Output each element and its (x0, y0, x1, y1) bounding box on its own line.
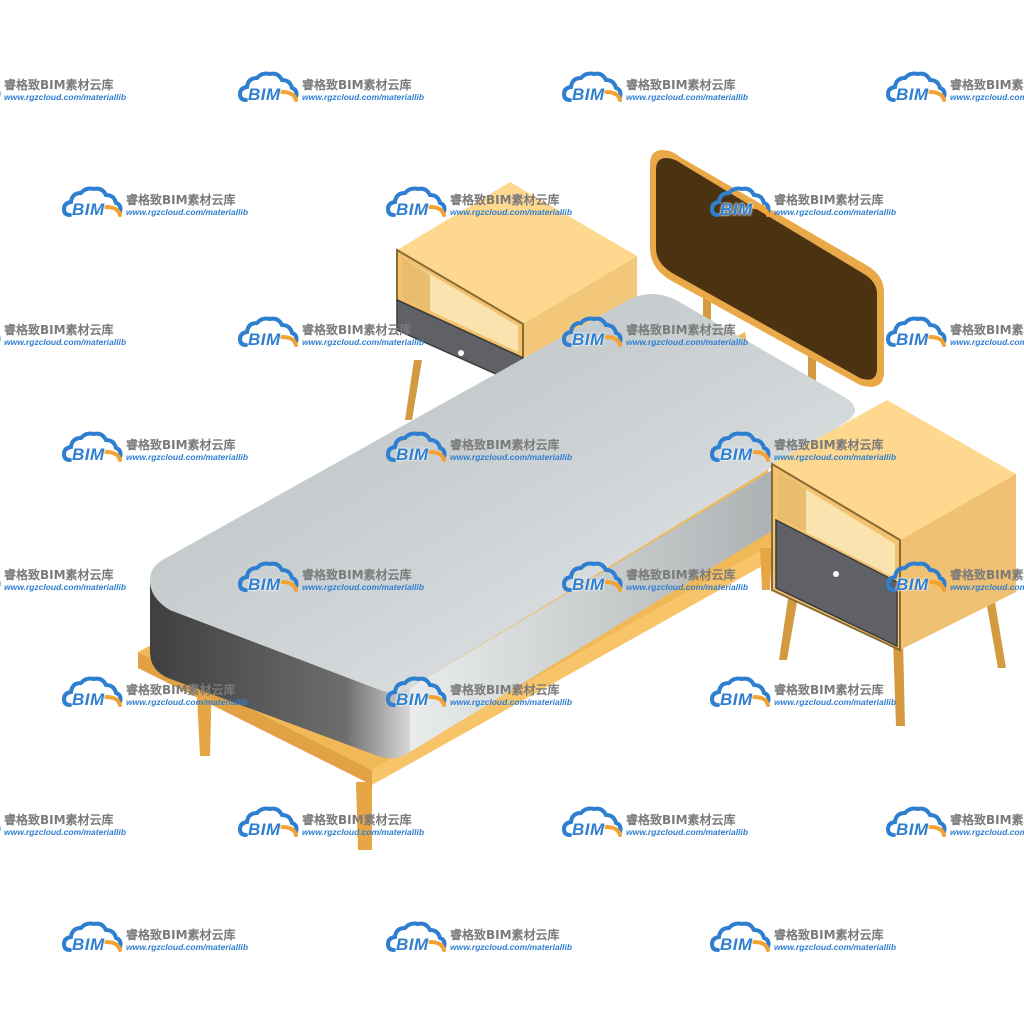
nightstand-right (771, 400, 1016, 652)
mattress (150, 294, 862, 759)
nightstand-left (396, 182, 637, 388)
